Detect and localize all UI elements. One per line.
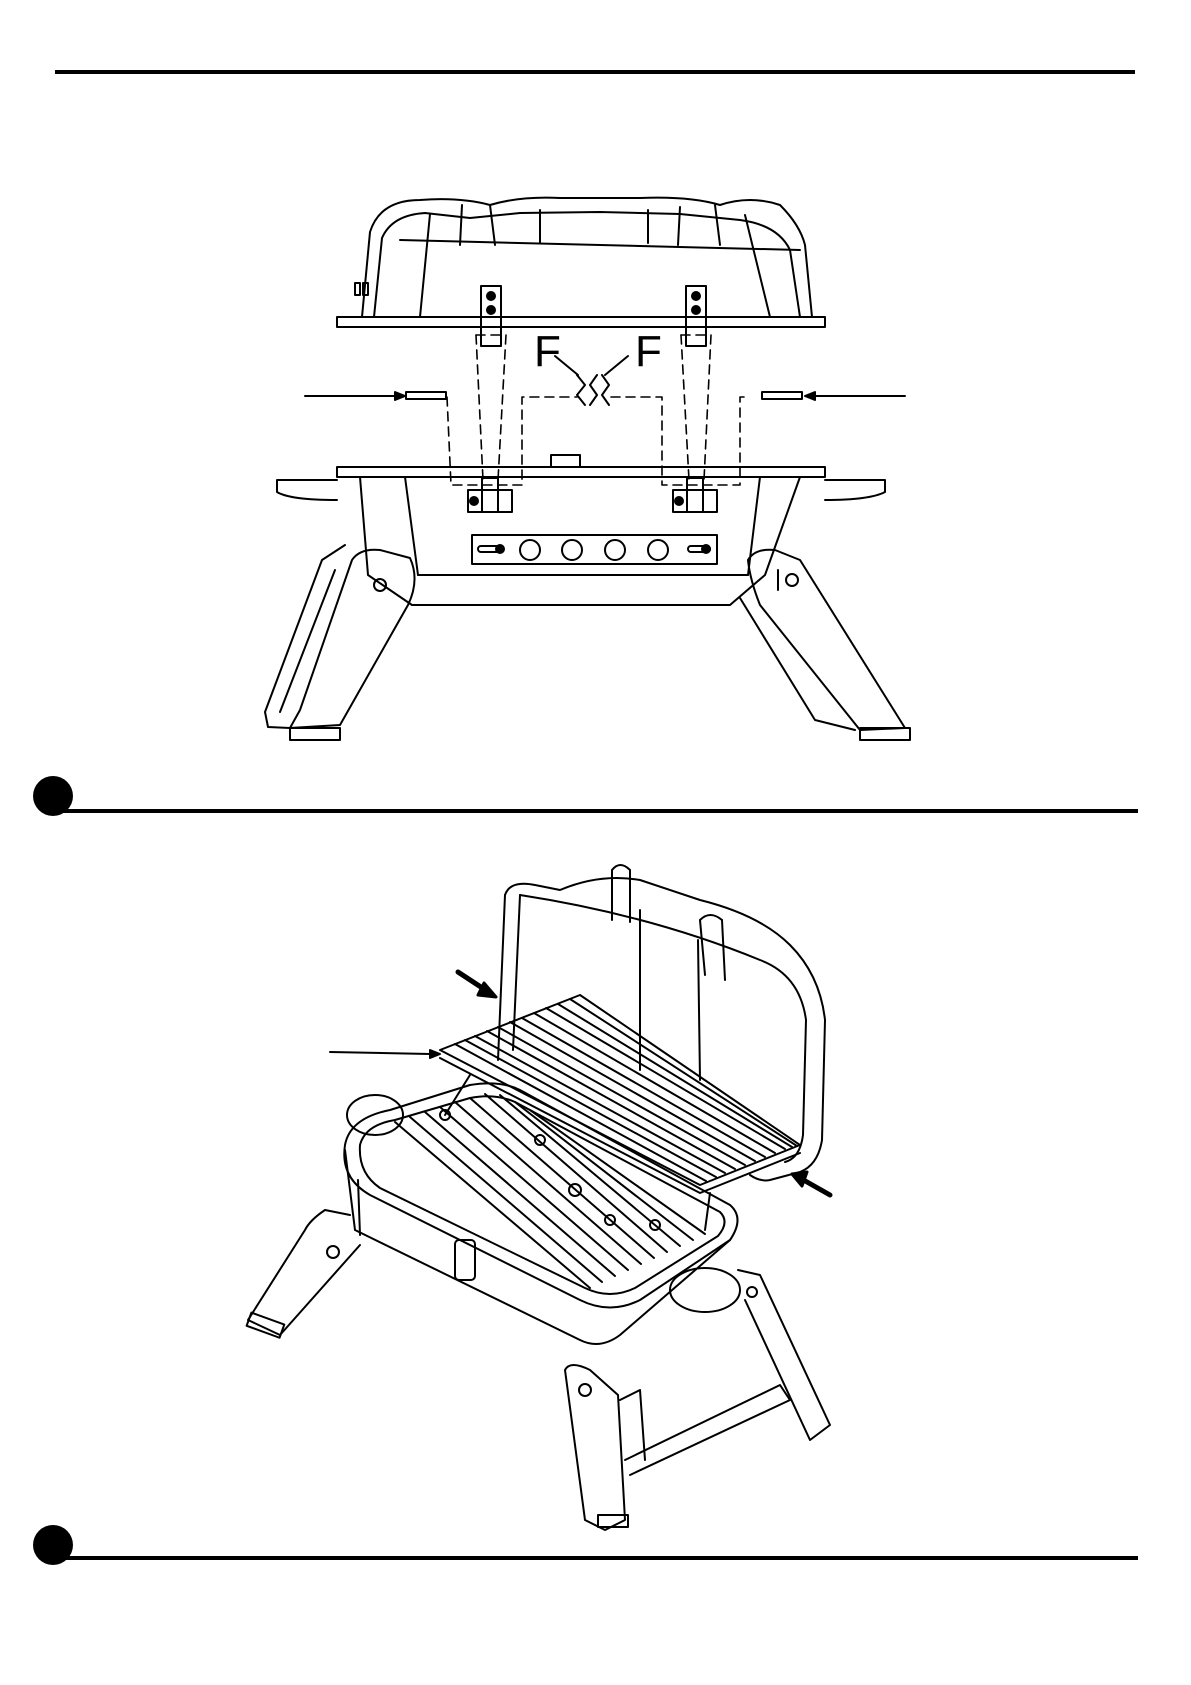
firebox-body bbox=[277, 455, 885, 605]
lid bbox=[337, 198, 825, 346]
step1-illustration: F F bbox=[0, 0, 1191, 780]
alignment-lines bbox=[447, 335, 746, 485]
pin-label-left: F bbox=[534, 327, 561, 376]
firebox-with-grate bbox=[344, 1083, 740, 1344]
step2-illustration bbox=[0, 830, 1191, 1550]
section-rule-2 bbox=[55, 1556, 1138, 1560]
grill-legs bbox=[247, 1210, 830, 1530]
section-rule-1 bbox=[55, 809, 1138, 813]
pin-label-right: F bbox=[635, 327, 662, 376]
hinge-pins bbox=[305, 356, 905, 405]
